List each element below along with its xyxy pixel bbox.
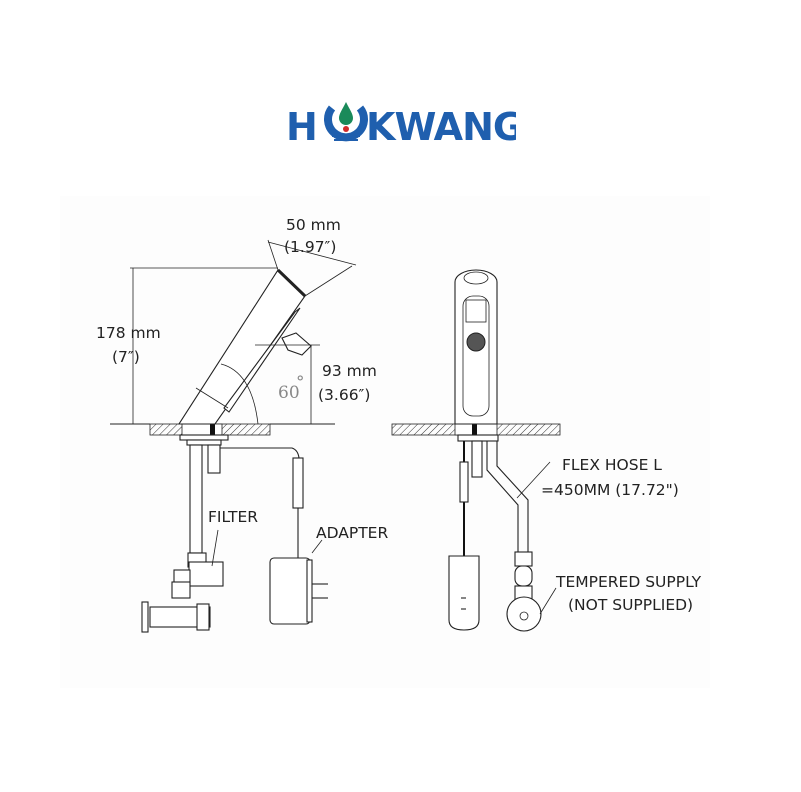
angle-label: 60 (278, 383, 300, 403)
sensor-side (281, 332, 312, 356)
display-window (465, 299, 487, 323)
spout-height-inches: (3.66″) (318, 386, 370, 404)
sensor-eye-icon (466, 332, 486, 352)
hokwang-logo: H KWANG (286, 102, 516, 149)
sensor-cable-connector (459, 461, 469, 503)
angle-unit: ° (296, 373, 305, 393)
outlet-icon (463, 271, 489, 285)
height-dimension-inches: (7″) (112, 348, 140, 366)
supply-label-2: (NOT SUPPLIED) (568, 596, 693, 614)
flex-hose-label-2: =450MM (17.72") (541, 481, 679, 499)
power-cable-connector (292, 457, 304, 509)
battery-box (448, 555, 480, 631)
width-dimension-inches: (1.97″) (284, 238, 336, 256)
side-view: 178 mm (7″) 50 mm (1.97″) 93 mm (3.66″) … (96, 216, 388, 633)
adapter-label: ADAPTER (316, 524, 388, 542)
filter-body (188, 561, 224, 587)
width-dimension-label: 50 mm (286, 216, 341, 234)
logo-text-kwang: KWANG (366, 105, 516, 149)
flex-hose (486, 441, 519, 552)
supply-pipe-side (189, 444, 203, 554)
drawing-panel (60, 196, 710, 688)
height-dimension-label: 178 mm (96, 324, 161, 342)
supply-label-1: TEMPERED SUPPLY (555, 573, 702, 591)
logo-o-emblem-icon (324, 102, 368, 142)
logo-text-h: H (286, 105, 317, 149)
filter-label: FILTER (208, 508, 258, 526)
front-view: FLEX HOSE L =450MM (17.72") TEMPERED SUP… (391, 269, 702, 632)
shutoff-valve (149, 606, 211, 628)
power-adapter (269, 557, 311, 625)
supply-stop-icon (506, 596, 542, 632)
spout-height-label: 93 mm (322, 362, 377, 380)
flex-hose-label-1: FLEX HOSE L (562, 456, 662, 474)
